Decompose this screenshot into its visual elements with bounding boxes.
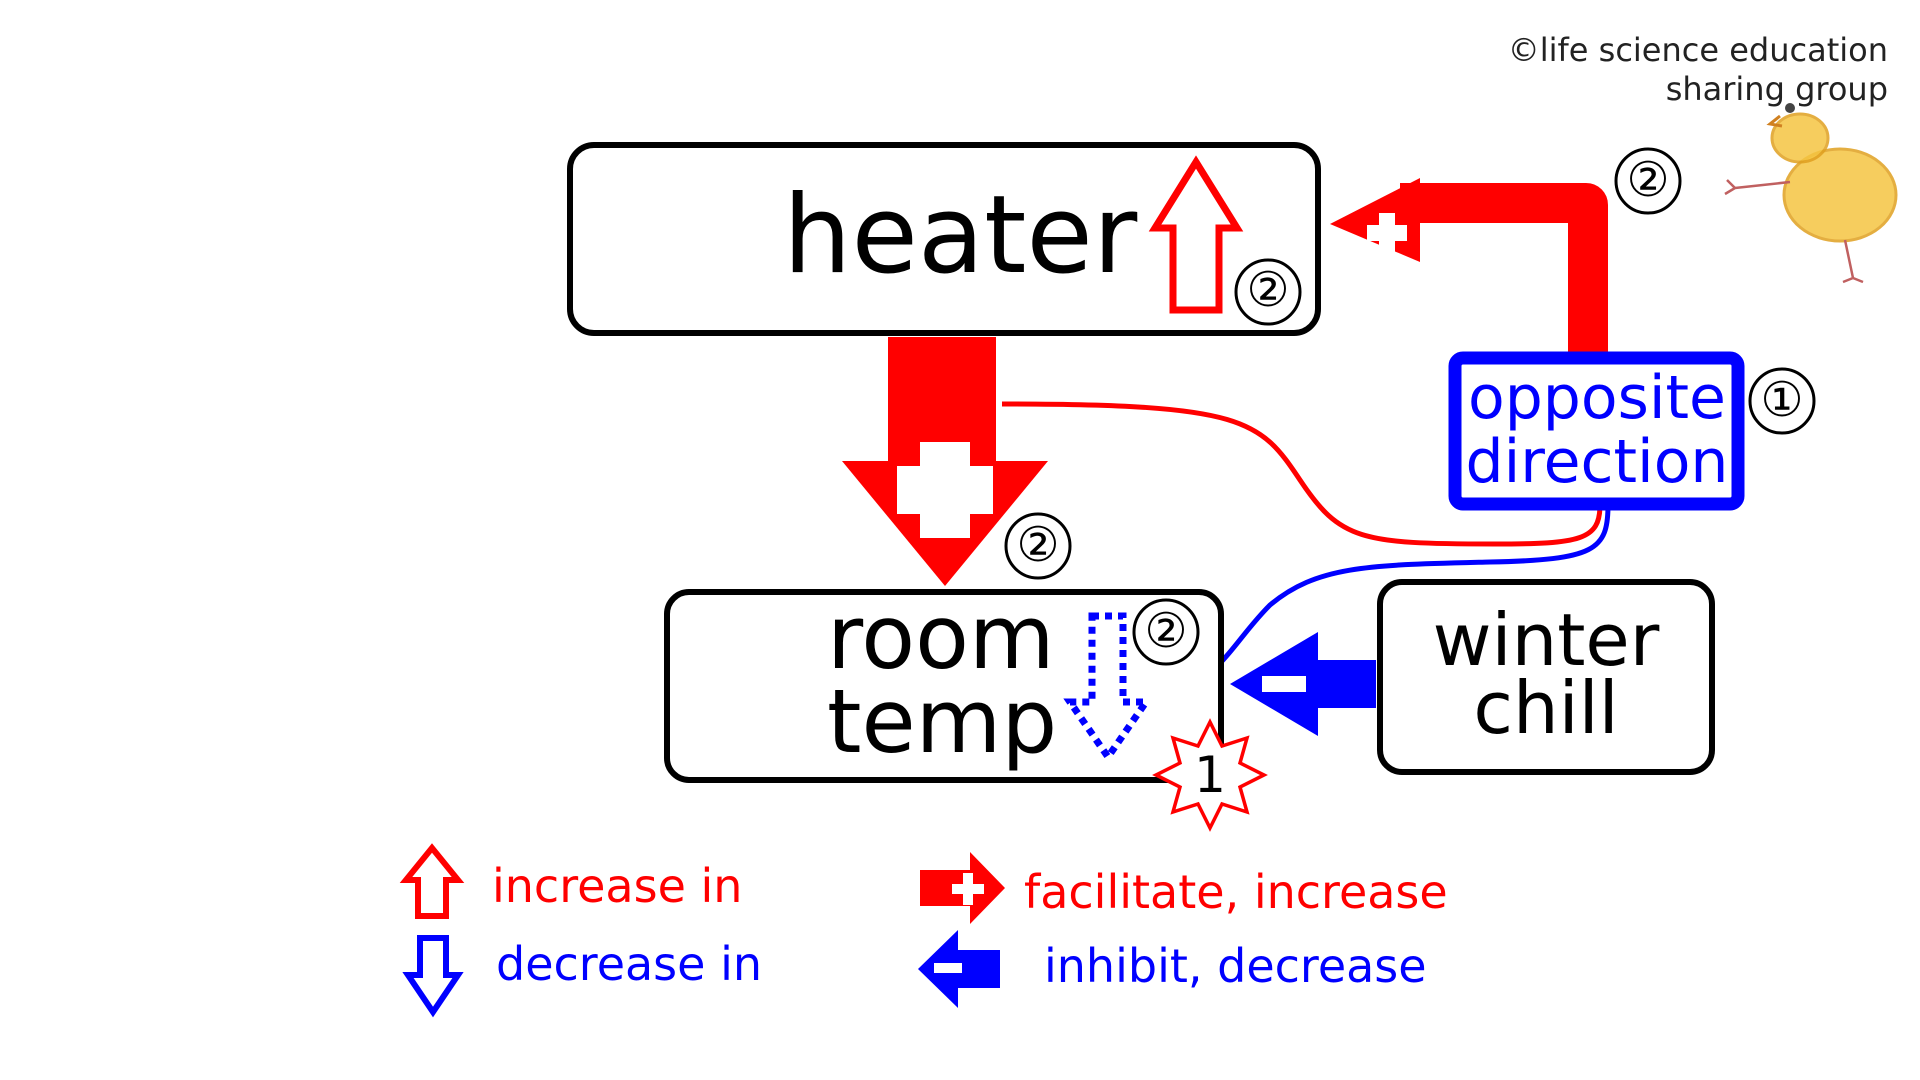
heater-to-room-arrow: ②	[842, 337, 1072, 586]
heater-step: ②	[1246, 262, 1289, 318]
heater-step-circle	[1234, 258, 1302, 326]
opposite-step-circle	[1748, 367, 1816, 435]
legend-increase-label: increase in	[492, 859, 742, 913]
heater-to-room-step: ②	[1016, 517, 1059, 573]
room-temp-step: ②	[1144, 603, 1187, 659]
opposite-to-heater-step-circle	[1614, 147, 1682, 215]
legend-decrease-label: decrease in	[496, 937, 762, 991]
winter-chill-line-2: chill	[1473, 666, 1618, 750]
burst-icon	[1152, 718, 1268, 832]
legend-inhibit-icon	[918, 930, 1000, 1008]
legend-facilitate-label: facilitate, increase	[1024, 865, 1448, 919]
chick-doodle-icon	[1724, 103, 1898, 284]
heater-label: heater	[783, 173, 1138, 298]
legend-inhibit-label: inhibit, decrease	[1044, 939, 1427, 993]
heater-to-room-step-circle	[1004, 512, 1072, 580]
winter-chill-line-1: winter	[1433, 598, 1660, 682]
opposite-direction-node: opposite direction ①	[1448, 351, 1816, 511]
legend-facilitate-icon	[920, 852, 1005, 924]
room-temp-event: 1	[1194, 746, 1226, 804]
copyright-line-2: sharing group	[1666, 70, 1888, 108]
room-temp-line-1: room	[827, 586, 1055, 689]
room-temp-step-circle	[1132, 598, 1200, 666]
room-temp-line-2: temp	[827, 670, 1057, 773]
red-signal-curve	[1001, 401, 1603, 547]
room-temp-node: room temp ② 1	[664, 586, 1268, 832]
opposite-step: ①	[1760, 372, 1803, 428]
heater-node: heater ②	[567, 142, 1321, 336]
opposite-to-heater-step: ②	[1626, 152, 1669, 208]
legend: increase in decrease in facilitate, incr…	[399, 843, 1448, 1018]
copyright-line-1: ©life science education	[1508, 31, 1888, 69]
opposite-line-1: opposite	[1468, 363, 1726, 433]
winter-to-room-arrow	[1230, 632, 1376, 736]
hollow-up-arrow-icon	[1148, 155, 1244, 314]
legend-increase-icon	[399, 843, 465, 919]
winter-chill-node: winter chill	[1377, 579, 1715, 775]
dotted-down-arrow-icon	[1063, 612, 1153, 764]
opposite-to-heater-arrow: ②	[1330, 147, 1682, 358]
opposite-line-2: direction	[1466, 427, 1729, 497]
legend-decrease-icon	[402, 935, 464, 1018]
